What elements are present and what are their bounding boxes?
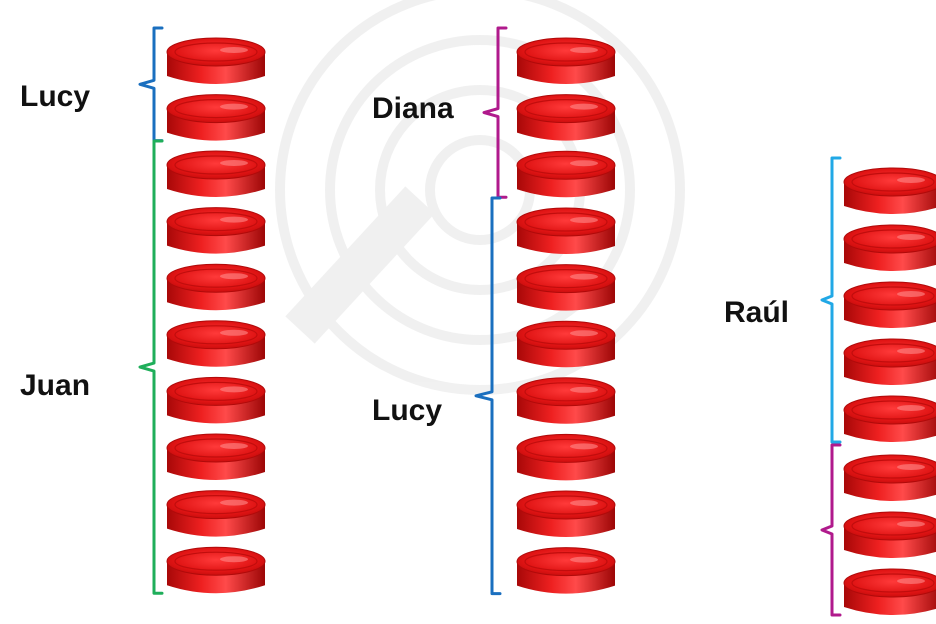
bottle-cap-icon	[166, 433, 266, 480]
bottle-cap-icon	[516, 207, 616, 254]
bottle-cap-icon	[516, 150, 616, 198]
group-label-juan: Juan	[20, 369, 91, 402]
group-bracket	[138, 139, 164, 595]
bottle-cap-icon	[166, 546, 266, 594]
bottle-cap-icon	[843, 568, 936, 615]
group-bracket	[820, 443, 842, 617]
bottle-cap-icon	[843, 511, 936, 558]
group-bracket	[474, 196, 502, 596]
bottle-cap-icon	[843, 167, 936, 214]
group-bracket	[482, 26, 508, 199]
group-label-lucy: Lucy	[20, 80, 91, 113]
group-label-diana: Diana	[372, 92, 454, 125]
bottle-cap-icon	[516, 377, 616, 424]
bottle-cap-icon	[516, 490, 616, 537]
group-label-raul: Raúl	[724, 296, 790, 329]
bottle-cap-icon	[516, 320, 616, 368]
group-bracket	[138, 26, 164, 143]
bottle-cap-icon	[166, 263, 266, 311]
bottle-cap-icon	[166, 207, 266, 254]
group-label-lucy-2: Lucy	[372, 394, 443, 427]
bottle-cap-icon	[516, 264, 616, 311]
bottle-cap-icon	[166, 94, 266, 141]
bottle-cap-icon	[166, 150, 266, 197]
watermark-seal	[275, 0, 685, 395]
bottle-cap-icon	[843, 224, 936, 271]
bottle-cap-icon	[516, 547, 616, 594]
bottle-cap-icon	[166, 37, 266, 84]
bottle-cap-icon	[166, 490, 266, 537]
group-brackets	[138, 26, 842, 617]
bottle-cap-icon	[843, 454, 936, 501]
bottle-cap-stacks	[166, 37, 936, 615]
group-bracket	[820, 156, 842, 444]
bottle-cap-icon	[843, 281, 936, 328]
bottle-cap-icon	[843, 338, 936, 385]
bottle-cap-icon	[166, 320, 266, 367]
bottle-cap-icon	[516, 37, 616, 84]
bottle-cap-icon	[516, 433, 616, 481]
bottle-cap-icon	[166, 376, 266, 424]
bottle-cap-icon	[843, 395, 936, 442]
bottle-cap-icon	[516, 94, 616, 141]
